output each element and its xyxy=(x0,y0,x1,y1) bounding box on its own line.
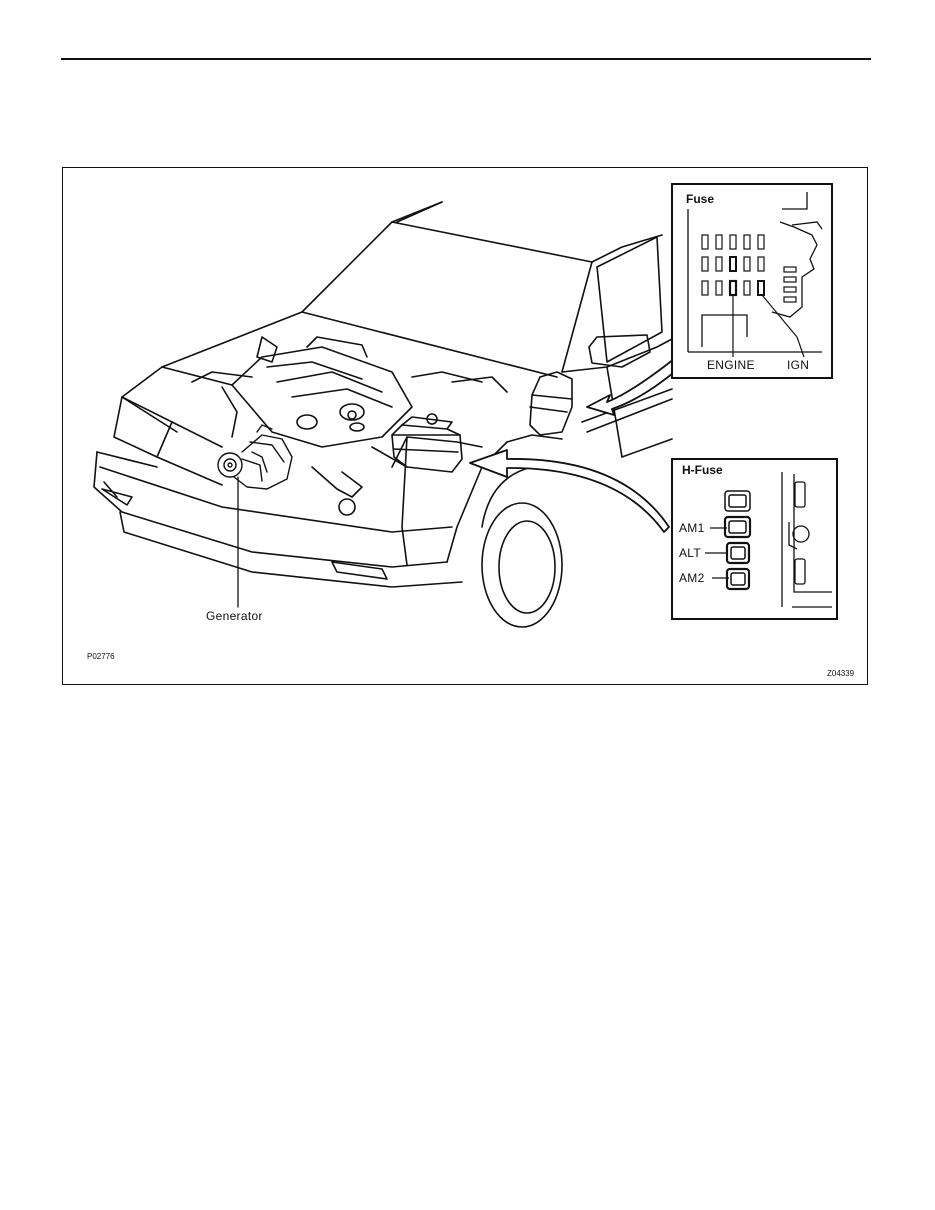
a-pillar xyxy=(591,234,663,263)
fuse-ign-label: IGN xyxy=(787,358,810,372)
windshield xyxy=(301,221,593,373)
hfuse-arrow xyxy=(469,449,670,533)
headlight xyxy=(113,396,173,458)
front-bumper xyxy=(93,451,448,568)
hfuse-slots xyxy=(723,490,752,591)
generator-label: Generator xyxy=(206,609,263,623)
fog-light xyxy=(331,561,388,580)
hfuse-label-am1: AM1 xyxy=(679,521,705,535)
side-window xyxy=(596,236,663,363)
hfuse-block xyxy=(391,424,463,473)
fuse-engine-label: ENGINE xyxy=(707,358,755,372)
door-line xyxy=(561,338,673,373)
vehicle-illustration xyxy=(93,183,838,628)
front-wheel xyxy=(481,502,563,628)
fuse-inset-title: Fuse xyxy=(686,192,715,206)
fuse-inset-panel xyxy=(671,183,833,379)
figure-frame xyxy=(62,167,868,685)
generator xyxy=(217,424,293,490)
side-mirror xyxy=(588,334,651,368)
fuse-arrow xyxy=(586,358,679,416)
hfuse-label-am2: AM2 xyxy=(679,571,705,585)
engine-block xyxy=(231,346,413,448)
fender xyxy=(391,436,483,468)
header-rule xyxy=(61,58,871,60)
hfuse-inset-panel xyxy=(671,458,838,620)
fuse-block xyxy=(529,371,573,436)
figure-code-left: P02776 xyxy=(87,652,115,661)
ign-leader xyxy=(761,294,805,358)
hfuse-inset-title: H-Fuse xyxy=(682,463,723,477)
hfuse-label-alt: ALT xyxy=(679,546,702,560)
figure-code-right: Z04339 xyxy=(827,669,855,678)
